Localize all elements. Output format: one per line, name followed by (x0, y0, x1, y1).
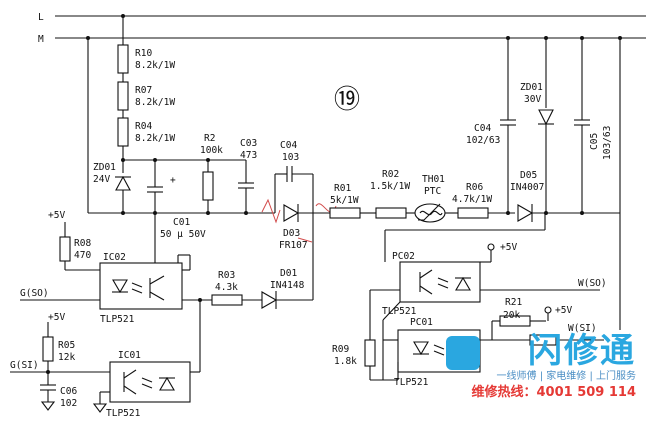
ZD01-val: 24V (93, 174, 110, 185)
resistor-R08 (59, 236, 71, 262)
IC01-val: TLP521 (106, 408, 141, 419)
figure-number: ⑲ (334, 85, 360, 115)
resistor-R06 (457, 207, 489, 219)
R08-ref: R08 (74, 238, 91, 249)
resistor-R05 (42, 336, 54, 362)
IC02-ref: IC02 (103, 252, 126, 263)
R10-ref: R10 (135, 48, 152, 59)
R03-ref: R03 (218, 270, 235, 281)
R02-val: 1.5k/1W (370, 181, 410, 192)
resistor-R02 (375, 207, 407, 219)
resistor-R04 (117, 117, 129, 147)
g-si-label: G(SI) (10, 360, 39, 371)
ZD01b-ref: ZD01 (520, 82, 543, 93)
PC02-val: TLP521 (382, 306, 417, 317)
optocoupler-PC02 (399, 261, 481, 303)
TH01-val: PTC (424, 186, 441, 197)
diode-D03 (283, 204, 300, 222)
R08-val: 470 (74, 250, 91, 261)
C04a-val: 103 (282, 152, 299, 163)
g-so-label: G(SO) (20, 288, 49, 299)
C04b-val: 102/63 (466, 135, 500, 146)
D03-ref: D03 (283, 228, 300, 239)
zener-ZD01 (115, 175, 131, 191)
vcc1-label: +5V (48, 210, 65, 221)
D05-val: IN4007 (510, 182, 544, 193)
C03-val: 473 (240, 150, 257, 161)
C05-ref: C05 (589, 133, 600, 150)
C06-val: 102 (60, 398, 77, 409)
C04a-ref: C04 (280, 140, 297, 151)
R21-ref: R21 (505, 297, 522, 308)
watermark-logo: 闪修通 (528, 331, 636, 371)
logo-badge-icon (446, 336, 480, 370)
watermark-tagline: 一线师傅 | 家电维修 | 上门服务 (496, 371, 636, 382)
D05-ref: D05 (520, 170, 537, 181)
PC01-val: TLP521 (394, 377, 429, 388)
R07-ref: R07 (135, 85, 152, 96)
vcc4-label: +5V (555, 305, 572, 316)
resistor-R03 (211, 294, 243, 306)
vcc3-label: +5V (500, 242, 517, 253)
R02-ref: R02 (382, 169, 399, 180)
resistor-R2 (202, 171, 214, 201)
ZD01b-val: 30V (524, 94, 541, 105)
zener-ZD01-30V (538, 109, 554, 126)
resistor-R10 (117, 44, 129, 74)
diode-D01 (261, 291, 278, 309)
D03-val: FR107 (279, 240, 308, 251)
C01-pol: + (170, 175, 176, 186)
C06-ref: C06 (60, 386, 77, 397)
watermark-hotline: 维修热线：4001 509 114 (471, 385, 636, 400)
rail-M-label: M (38, 34, 44, 45)
D01-ref: D01 (280, 268, 297, 279)
resistor-R07 (117, 81, 129, 111)
TH01-ref: TH01 (422, 174, 445, 185)
C01-val: 50 μ 50V (160, 229, 206, 240)
ZD01-ref: ZD01 (93, 162, 116, 173)
optocoupler-IC01 (109, 361, 191, 403)
R10-val: 8.2k/1W (135, 60, 175, 71)
R04-val: 8.2k/1W (135, 133, 175, 144)
resistor-R01 (329, 207, 361, 219)
D01-val: IN4148 (270, 280, 305, 291)
R09-val: 1.8k (334, 356, 357, 367)
PC02-ref: PC02 (392, 251, 415, 262)
R21-val: 20k (503, 310, 520, 321)
R04-ref: R04 (135, 121, 152, 132)
thermistor-TH01 (414, 203, 446, 223)
R05-val: 12k (58, 352, 75, 363)
IC01-ref: IC01 (118, 350, 141, 361)
R09-ref: R09 (332, 344, 349, 355)
diode-D05 (517, 204, 534, 222)
R07-val: 8.2k/1W (135, 97, 175, 108)
R06-val: 4.7k/1W (452, 194, 492, 205)
R01-val: 5k/1W (330, 195, 359, 206)
R06-ref: R06 (466, 182, 483, 193)
C04b-ref: C04 (474, 123, 491, 134)
R03-val: 4.3k (215, 282, 238, 293)
w-so-label: W(SO) (578, 278, 607, 289)
resistor-R09 (364, 339, 376, 367)
IC02-val: TLP521 (100, 314, 135, 325)
R05-ref: R05 (58, 340, 75, 351)
C03-ref: C03 (240, 138, 257, 149)
C01-ref: C01 (173, 217, 190, 228)
w-si-label: W(SI) (568, 323, 597, 334)
optocoupler-IC02 (99, 262, 183, 310)
vcc2-label: +5V (48, 312, 65, 323)
PC01-ref: PC01 (410, 317, 433, 328)
rail-L-label: L (38, 12, 44, 23)
R01-ref: R01 (334, 183, 351, 194)
C05-val: 103/63 (602, 126, 613, 160)
R2-val: 100k (200, 145, 223, 156)
watermark: 闪修通 一线师傅 | 家电维修 | 上门服务 维修热线：4001 509 114 (446, 332, 636, 428)
R2-ref: R2 (204, 133, 215, 144)
